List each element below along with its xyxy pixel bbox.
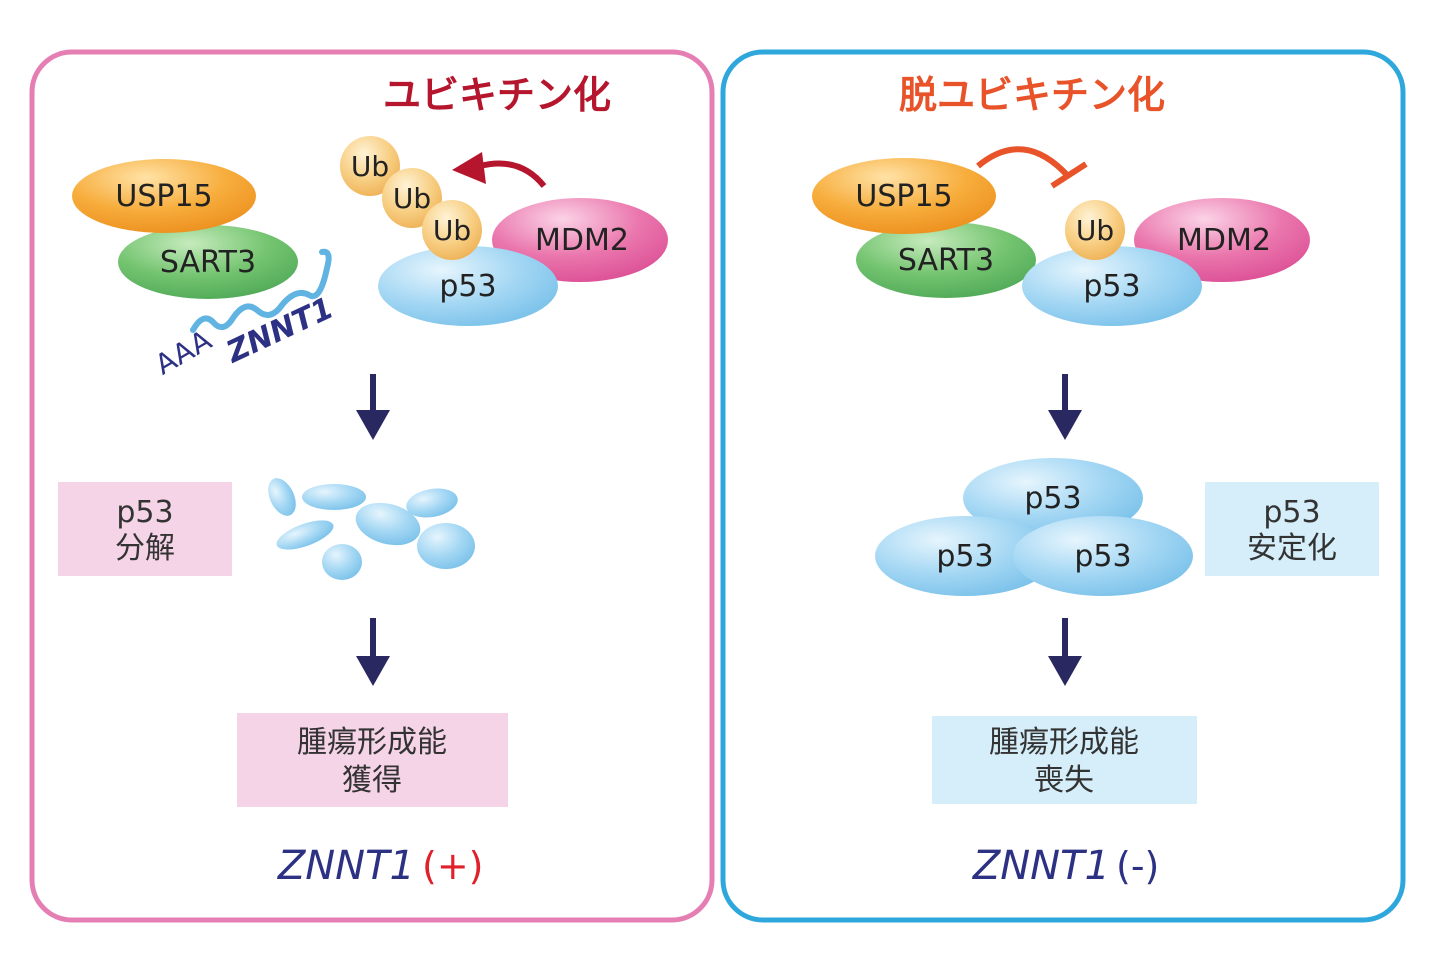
left-outcome-box [237, 713, 508, 807]
ub-label-1: Ub [351, 150, 389, 183]
ub-ball-2 [382, 168, 442, 228]
ubiquitination-arrow [479, 160, 547, 188]
left-usp15-protein [72, 159, 256, 233]
left-down-arrow-1-head-icon [356, 410, 390, 440]
left-condition-gene: ZNNT1 [277, 843, 415, 889]
p53-cluster-right [1013, 516, 1193, 596]
deubiquitination-inhibition-arc [976, 146, 1071, 179]
p53-cluster-top-label: p53 [1024, 481, 1081, 516]
right-p53-protein [1022, 246, 1202, 326]
left-down-arrow-2-head-icon [356, 656, 390, 686]
znnt1-rna-strand [190, 248, 332, 333]
right-result-line2: 安定化 [1247, 531, 1337, 566]
p53-fragment [302, 484, 366, 510]
right-condition-sign: (-) [1116, 844, 1159, 888]
left-p53-protein [378, 246, 558, 326]
right-title-deubiquitination: 脱ユビキチン化 [899, 73, 1165, 117]
rna-polya-tail-label: AAA [149, 323, 217, 381]
left-outcome-line1: 腫瘍形成能 [297, 725, 447, 760]
p53-cluster-left-label: p53 [936, 539, 993, 574]
right-sart3-protein [856, 222, 1036, 298]
right-result-box [1205, 482, 1379, 576]
p53-fragment [406, 488, 458, 518]
left-sart3-label: SART3 [160, 245, 256, 280]
right-ub-label: Ub [1076, 214, 1114, 247]
left-outcome-line2: 獲得 [342, 763, 402, 798]
ub-ball-3 [422, 200, 482, 260]
right-usp15-protein [812, 158, 996, 234]
ub-label-3: Ub [433, 214, 471, 247]
right-result-line1: p53 [1263, 495, 1320, 530]
deubiquitination-inhibition-bar-icon [1050, 161, 1088, 189]
left-result-line2: 分解 [115, 531, 175, 566]
left-panel-frame [29, 49, 715, 923]
left-title-ubiquitination: ユビキチン化 [383, 73, 611, 117]
p53-cluster-right-label: p53 [1074, 539, 1131, 574]
right-outcome-line2: 喪失 [1034, 763, 1094, 798]
ub-label-2: Ub [393, 182, 431, 215]
p53-cluster: p53 p53 p53 [875, 458, 1193, 596]
p53-fragment [417, 523, 475, 569]
right-down-arrow-2-head-icon [1048, 656, 1082, 686]
left-condition-sign: (+) [422, 844, 484, 888]
p53-fragments [268, 478, 475, 580]
left-sart3-protein [118, 225, 298, 299]
right-down-arrow-1-head-icon [1048, 410, 1082, 440]
p53-fragment [276, 520, 334, 550]
rna-znnt1-label: ZNNT1 [221, 291, 339, 371]
p53-fragment [268, 478, 296, 516]
right-outcome-box [932, 716, 1197, 804]
p53-fragment [322, 544, 362, 580]
ub-ball-1 [340, 136, 400, 196]
left-panel: ユビキチン化 SART3 USP15 AAA ZNNT1 MDM2 p53 Ub… [29, 49, 715, 923]
left-result-box [58, 482, 232, 576]
right-panel-frame [720, 49, 1406, 923]
right-sart3-label: SART3 [898, 243, 994, 278]
right-usp15-label: USP15 [855, 179, 952, 214]
left-usp15-label: USP15 [115, 179, 212, 214]
left-mdm2-label: MDM2 [535, 223, 629, 258]
p53-cluster-left [875, 516, 1055, 596]
ubiquitination-arrow-head-icon [452, 152, 486, 184]
right-mdm2-label: MDM2 [1177, 223, 1271, 258]
p53-fragment [355, 502, 421, 546]
left-result-line1: p53 [116, 495, 173, 530]
left-p53-label: p53 [439, 269, 496, 304]
right-outcome-line1: 腫瘍形成能 [989, 725, 1139, 760]
right-p53-label: p53 [1083, 269, 1140, 304]
right-panel: 脱ユビキチン化 SART3 USP15 MDM2 p53 Ub p53 p53 … [720, 49, 1406, 923]
right-condition-gene: ZNNT1 [972, 843, 1110, 889]
right-ub-ball [1065, 200, 1125, 260]
